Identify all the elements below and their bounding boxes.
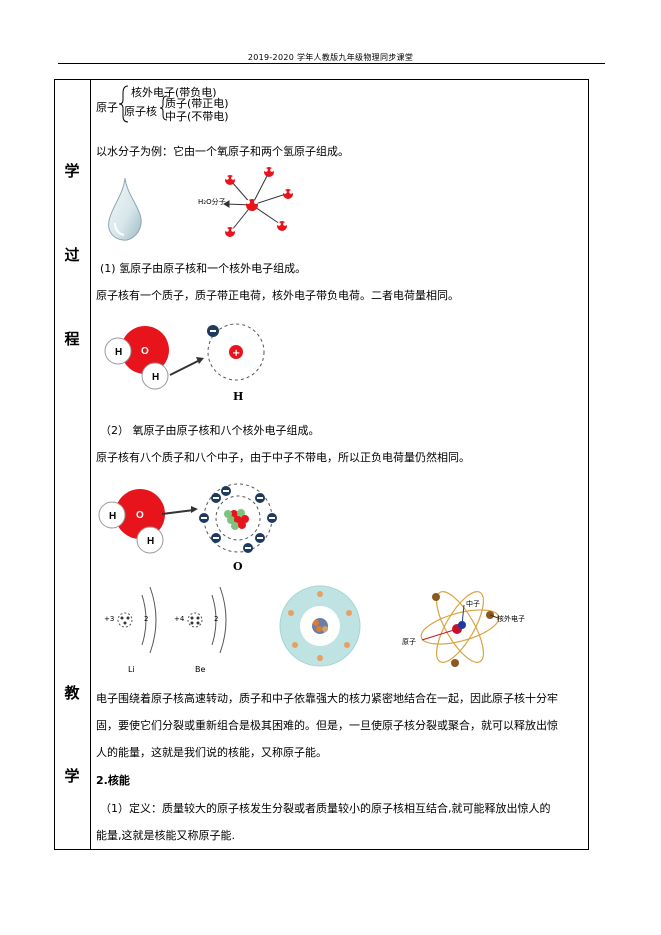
li-charge: +3 bbox=[104, 615, 115, 623]
atom-ring-diagram bbox=[279, 585, 361, 667]
oxygen-atom-diagram: H O H bbox=[98, 483, 277, 554]
definition-line-2: 能量,这就是核能又称原子能. bbox=[96, 829, 235, 842]
be-label: Be bbox=[195, 665, 206, 674]
water-molecules-diagram bbox=[223, 167, 293, 237]
structure-nucleus: 原子核 bbox=[124, 105, 157, 118]
svg-text:H: H bbox=[115, 347, 122, 358]
li-shell-count: 2 bbox=[144, 615, 149, 623]
svg-text:+: + bbox=[232, 348, 240, 359]
svg-text:O: O bbox=[136, 510, 144, 521]
brace-outer-icon bbox=[118, 85, 129, 123]
proton-tag: 原子 bbox=[402, 638, 416, 646]
water-molecule-label: H₂O分子 bbox=[198, 198, 226, 206]
be-shell-count: 2 bbox=[214, 615, 219, 623]
water-intro-text: 以水分子为例：它由一个氧原子和两个氢原子组成。 bbox=[96, 145, 349, 158]
definition-line-1: （1）定义：质量较大的原子核发生分裂或者质量较小的原子核相互结合,就可能释放出惊… bbox=[100, 802, 551, 815]
side-char-5: 学 bbox=[64, 767, 80, 785]
side-char-2: 过 bbox=[64, 246, 80, 264]
oxygen-label: O bbox=[233, 560, 243, 573]
side-char-1: 学 bbox=[64, 162, 80, 180]
structure-proton: 质子(带正电) bbox=[165, 97, 229, 110]
paragraph-line-2: 固，要使它们分裂或重新组合是极其困难的。但是，一旦使原子核分裂或聚合，就可以释放… bbox=[96, 719, 558, 732]
neutron-tag: 中子 bbox=[466, 600, 480, 608]
structure-neutron: 中子(不带电) bbox=[165, 110, 229, 123]
svg-text:H: H bbox=[152, 372, 159, 383]
oxygen-line-2: 原子核有八个质子和八个中子，由于中子不带电，所以正负电荷量仍然相同。 bbox=[96, 451, 470, 464]
orbital-atom-diagram bbox=[420, 591, 500, 667]
svg-text:H: H bbox=[109, 511, 116, 522]
side-char-4: 教 bbox=[64, 684, 80, 702]
svg-text:H: H bbox=[147, 536, 154, 547]
column-divider bbox=[90, 79, 91, 850]
section-title: 2.核能 bbox=[96, 774, 130, 787]
brace-inner-icon bbox=[159, 95, 168, 121]
hydrogen-atom-diagram: H O H + bbox=[104, 323, 265, 390]
oxygen-line-1: （2） 氧原子由原子核和八个核外电子组成。 bbox=[100, 424, 320, 437]
li-be-shell-diagrams bbox=[117, 586, 227, 654]
header-rule bbox=[58, 63, 605, 64]
content-table bbox=[54, 79, 589, 850]
hydrogen-label: H bbox=[233, 390, 244, 403]
page-header: 2019-2020 学年人教版九年级物理同步课堂 bbox=[247, 53, 414, 62]
structure-electron: 核外电子(带负电) bbox=[131, 86, 217, 99]
electron-tag: 核外电子 bbox=[497, 615, 525, 623]
hydrogen-line-1: (1) 氢原子由原子核和一个核外电子组成。 bbox=[100, 262, 307, 275]
li-label: Li bbox=[128, 665, 135, 674]
side-char-3: 程 bbox=[64, 330, 80, 348]
paragraph-line-1: 电子围绕着原子核高速转动，质子和中子依靠强大的核力紧密地结合在一起，因此原子核十… bbox=[96, 692, 558, 705]
paragraph-line-3: 人的能量，这就是我们说的核能，又称原子能。 bbox=[96, 746, 327, 759]
svg-text:O: O bbox=[141, 346, 149, 357]
water-drop-icon bbox=[108, 177, 142, 241]
hydrogen-line-2: 原子核有一个质子，质子带正电荷，核外电子带负电荷。二者电荷量相同。 bbox=[96, 289, 459, 302]
structure-root: 原子 bbox=[96, 101, 118, 114]
be-charge: +4 bbox=[174, 615, 185, 623]
